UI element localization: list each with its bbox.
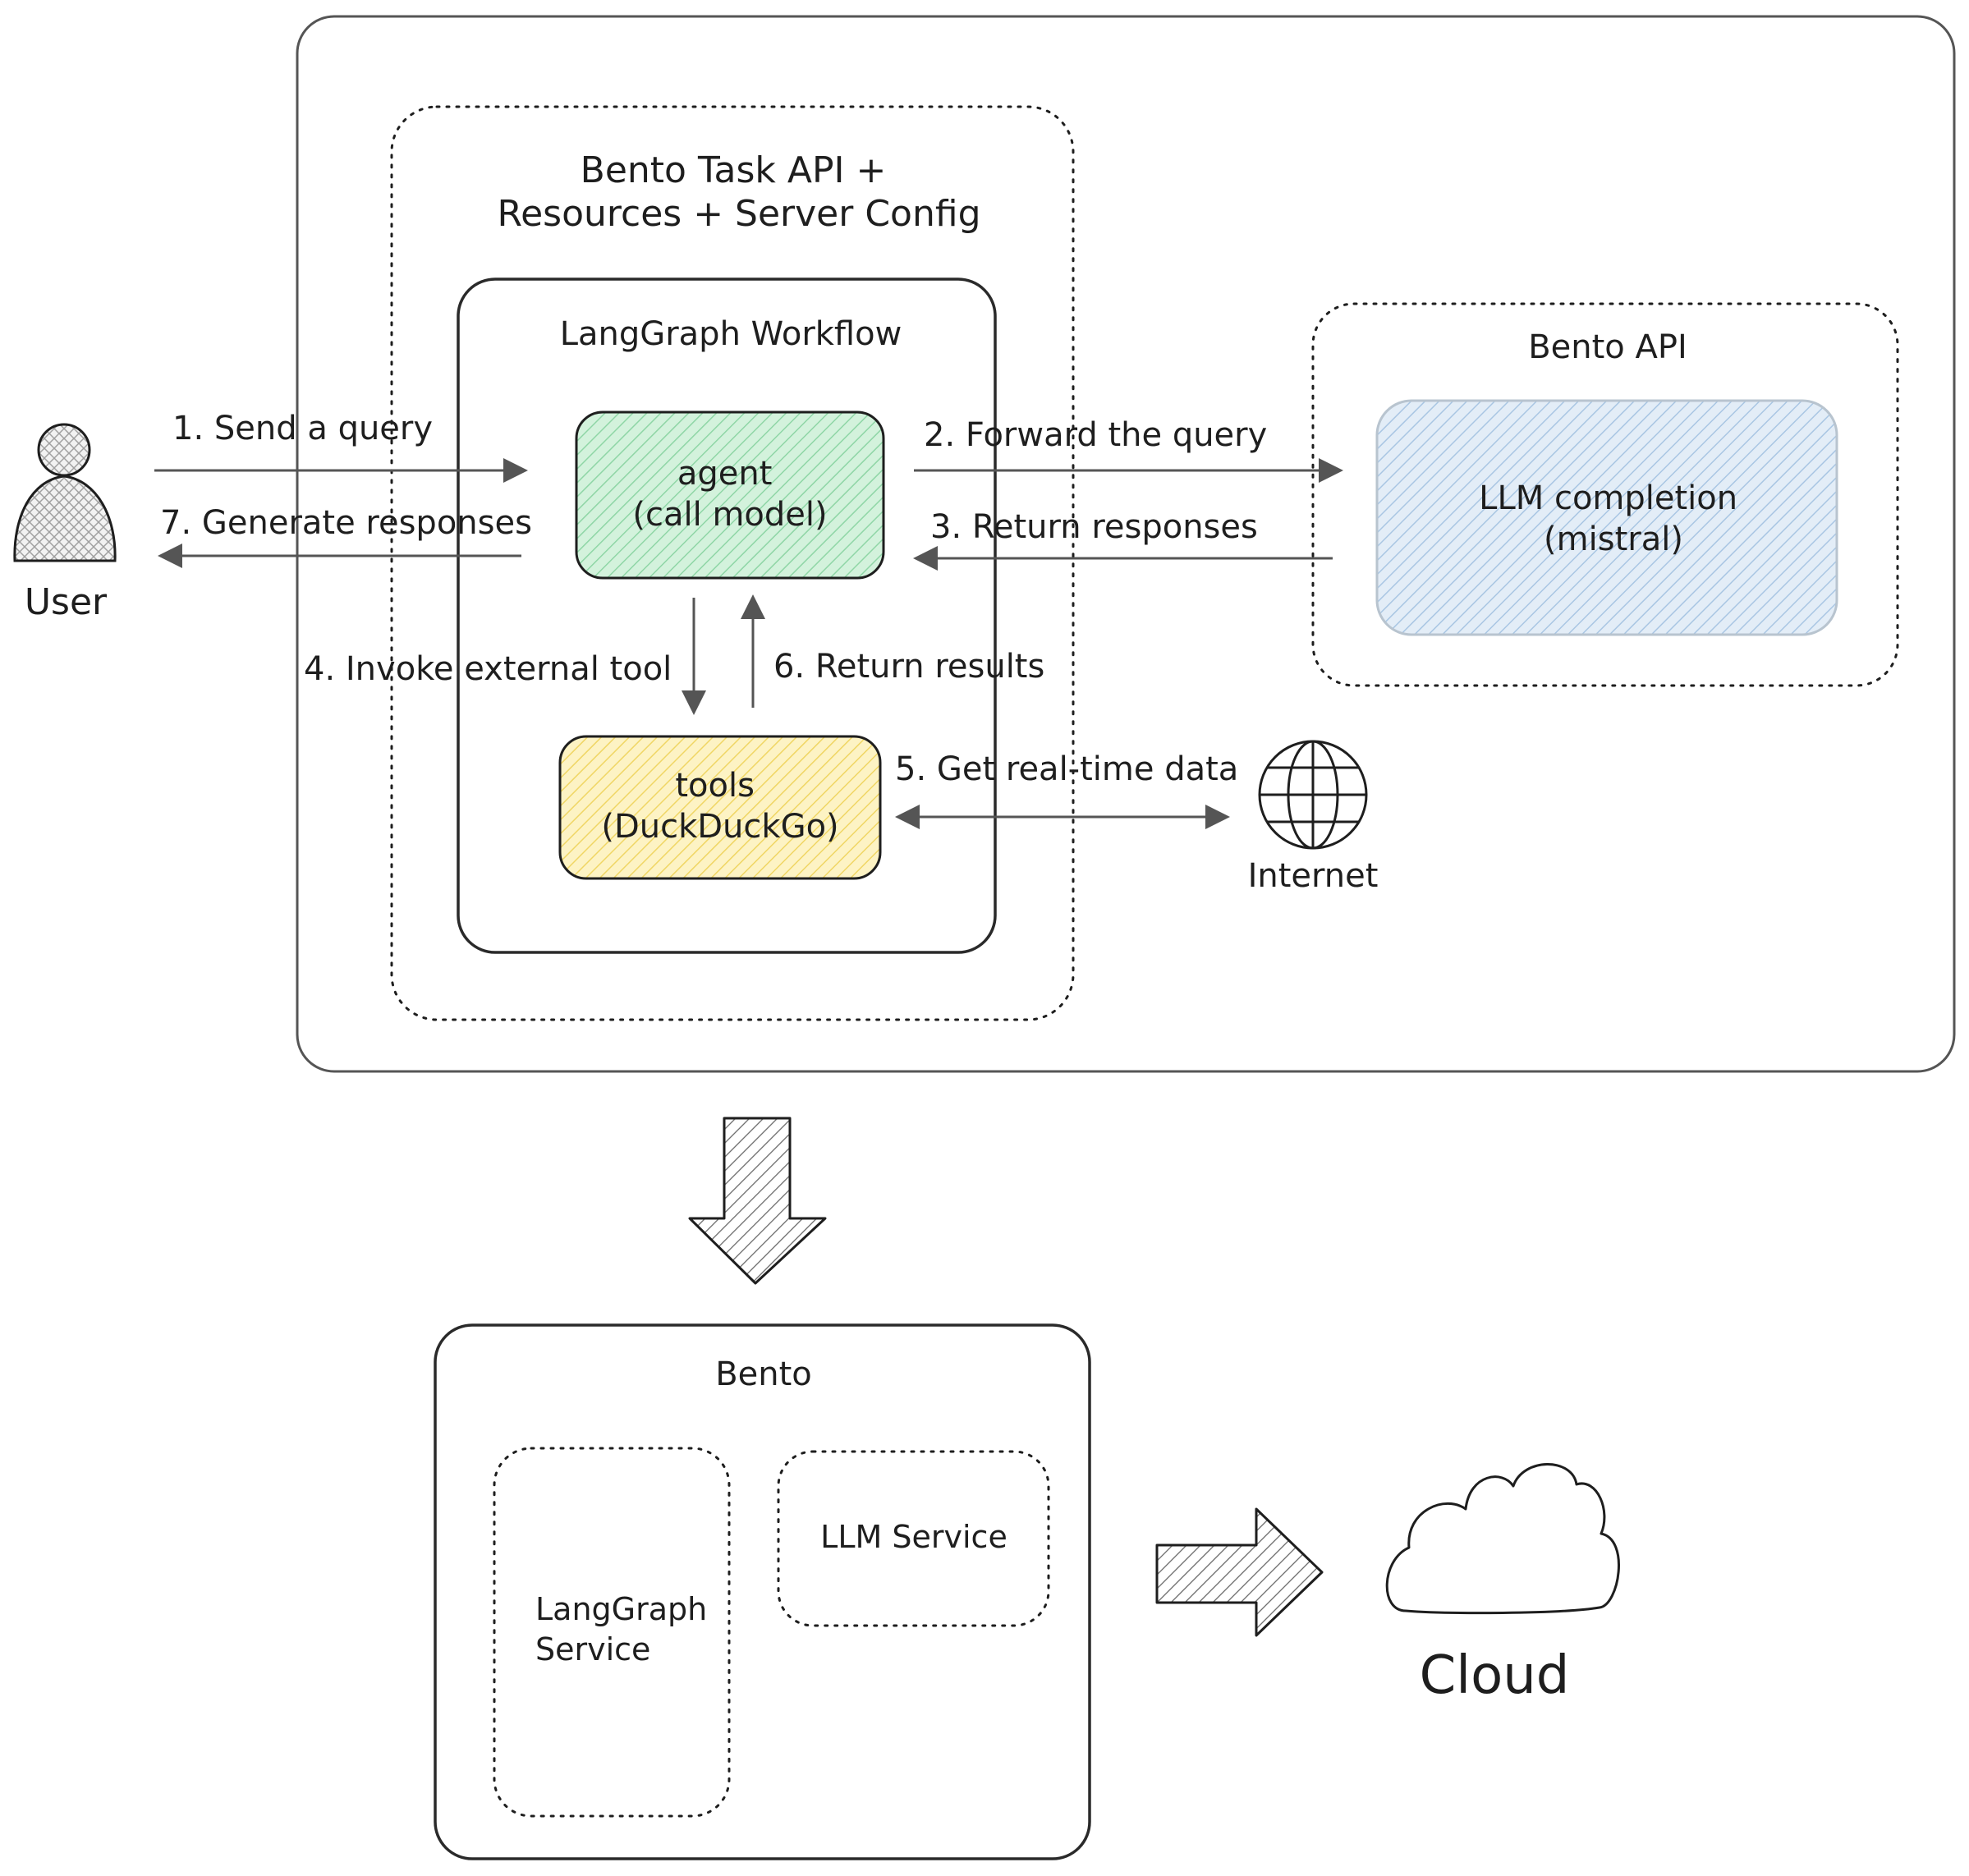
bento-api-title: Bento API [1528, 328, 1687, 366]
llm-completion-label-line2: (mistral) [1544, 521, 1683, 558]
langgraph-service-line2: Service [535, 1631, 650, 1667]
bento-container [434, 1323, 1091, 1860]
task-api-title-line2: Resources + Server Config [498, 193, 981, 235]
user-icon [13, 423, 117, 562]
package-arrow-down-icon [688, 1117, 827, 1285]
step-7-label: 7. Generate responses [160, 504, 532, 542]
llm-completion-node [1375, 399, 1838, 636]
langgraph-service-line1: LangGraph [535, 1591, 707, 1627]
llm-completion-label-line1: LLM completion [1479, 479, 1737, 517]
step-3-label: 3. Return responses [930, 508, 1258, 546]
tools-label-line2: (DuckDuckGo) [601, 808, 838, 846]
agent-label-line2: (call model) [632, 496, 827, 534]
step-2-label: 2. Forward the query [924, 416, 1267, 454]
task-api-title-line1: Bento Task API + [581, 149, 887, 191]
task-api-container [390, 105, 1075, 1021]
step-4-label: 4. Invoke external tool [304, 650, 672, 688]
llm-service-label: LLM Service [820, 1519, 1007, 1555]
tools-label: tools (DuckDuckGo) [601, 767, 838, 846]
deploy-arrow-right-icon [1155, 1507, 1324, 1637]
agent-node [575, 411, 885, 580]
tools-label-line1: tools [675, 767, 755, 805]
step-1-label: 1. Send a query [172, 410, 433, 447]
workflow-title: LangGraph Workflow [560, 315, 902, 353]
agent-label-line1: agent [677, 455, 773, 493]
system-frame [296, 15, 1956, 1073]
bento-api-container [1311, 302, 1899, 687]
user-label: User [25, 581, 108, 623]
llm-service-box [777, 1450, 1050, 1627]
langgraph-service-box [493, 1447, 731, 1818]
step-6-label: 6. Return results [773, 648, 1044, 686]
internet-label: Internet [1248, 857, 1379, 895]
llm-completion-label: LLM completion (mistral) [1479, 479, 1748, 558]
agent-label: agent (call model) [632, 455, 827, 534]
task-api-title: Bento Task API + Resources + Server Conf… [498, 149, 981, 235]
tools-node [558, 735, 882, 880]
globe-icon [1258, 740, 1368, 850]
step-5-label: 5. Get real-time data [895, 750, 1238, 788]
cloud-icon [1385, 1463, 1620, 1615]
workflow-container [457, 278, 997, 954]
bento-title: Bento [715, 1355, 812, 1393]
langgraph-service-label: LangGraph Service [535, 1591, 717, 1667]
cloud-label: Cloud [1420, 1645, 1570, 1706]
